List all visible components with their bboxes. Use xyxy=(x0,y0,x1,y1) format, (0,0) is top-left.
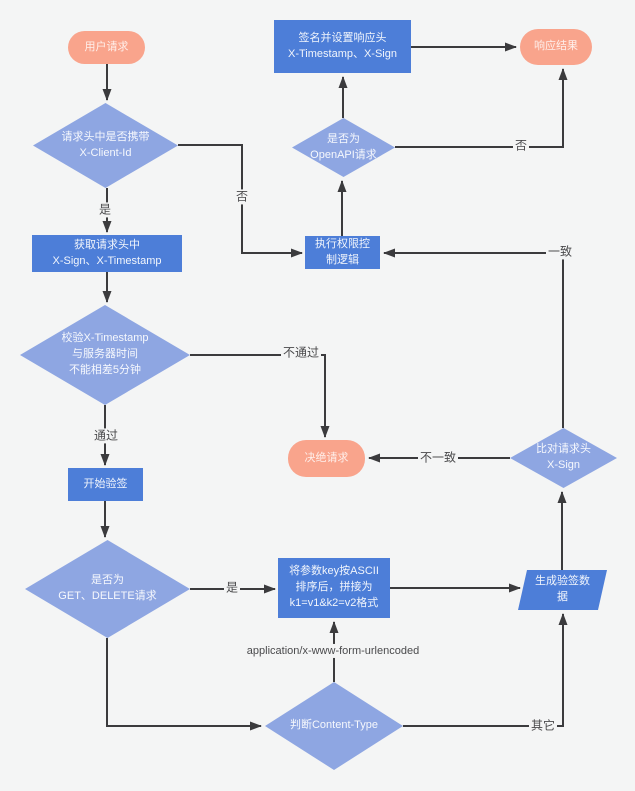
node-gen-sign-data: 生成验签数 据 xyxy=(518,570,607,610)
edge-label-other: 其它 xyxy=(528,718,558,734)
edge-label-match: 一致 xyxy=(545,244,575,260)
edge-contenttype-other xyxy=(403,613,568,727)
edge-label-yes-clientid: 是 xyxy=(96,202,114,218)
edge-label-fail: 不通过 xyxy=(280,345,322,361)
edge-openapi-no xyxy=(395,68,568,148)
edge-label-mismatch: 不一致 xyxy=(417,450,459,466)
edge-checkts-fail xyxy=(190,354,330,438)
edge-compare-match xyxy=(383,248,564,428)
edge-label-no-openapi: 否 xyxy=(512,138,530,154)
edge-method-to-contenttype xyxy=(106,638,262,731)
edge-label-pass: 通过 xyxy=(91,428,121,444)
node-response-result: 响应结果 xyxy=(520,29,592,65)
edge-label-yes-method: 是 xyxy=(223,580,241,596)
edge-label-form-urlencoded: application/x-www-form-urlencoded xyxy=(244,643,422,659)
node-start-verify: 开始验签 xyxy=(68,468,143,501)
node-sort-params: 将参数key按ASCII 排序后，拼接为 k1=v1&k2=v2格式 xyxy=(278,558,390,618)
node-sign-response: 签名并设置响应头 X-Timestamp、X-Sign xyxy=(274,20,411,73)
node-get-headers: 获取请求头中 X-Sign、X-Timestamp xyxy=(32,235,182,272)
node-run-permission: 执行权限控 制逻辑 xyxy=(305,236,380,269)
edge-label-no-clientid: 否 xyxy=(233,189,251,205)
node-reject-request: 决绝请求 xyxy=(288,440,365,477)
node-user-request: 用户请求 xyxy=(68,31,145,64)
